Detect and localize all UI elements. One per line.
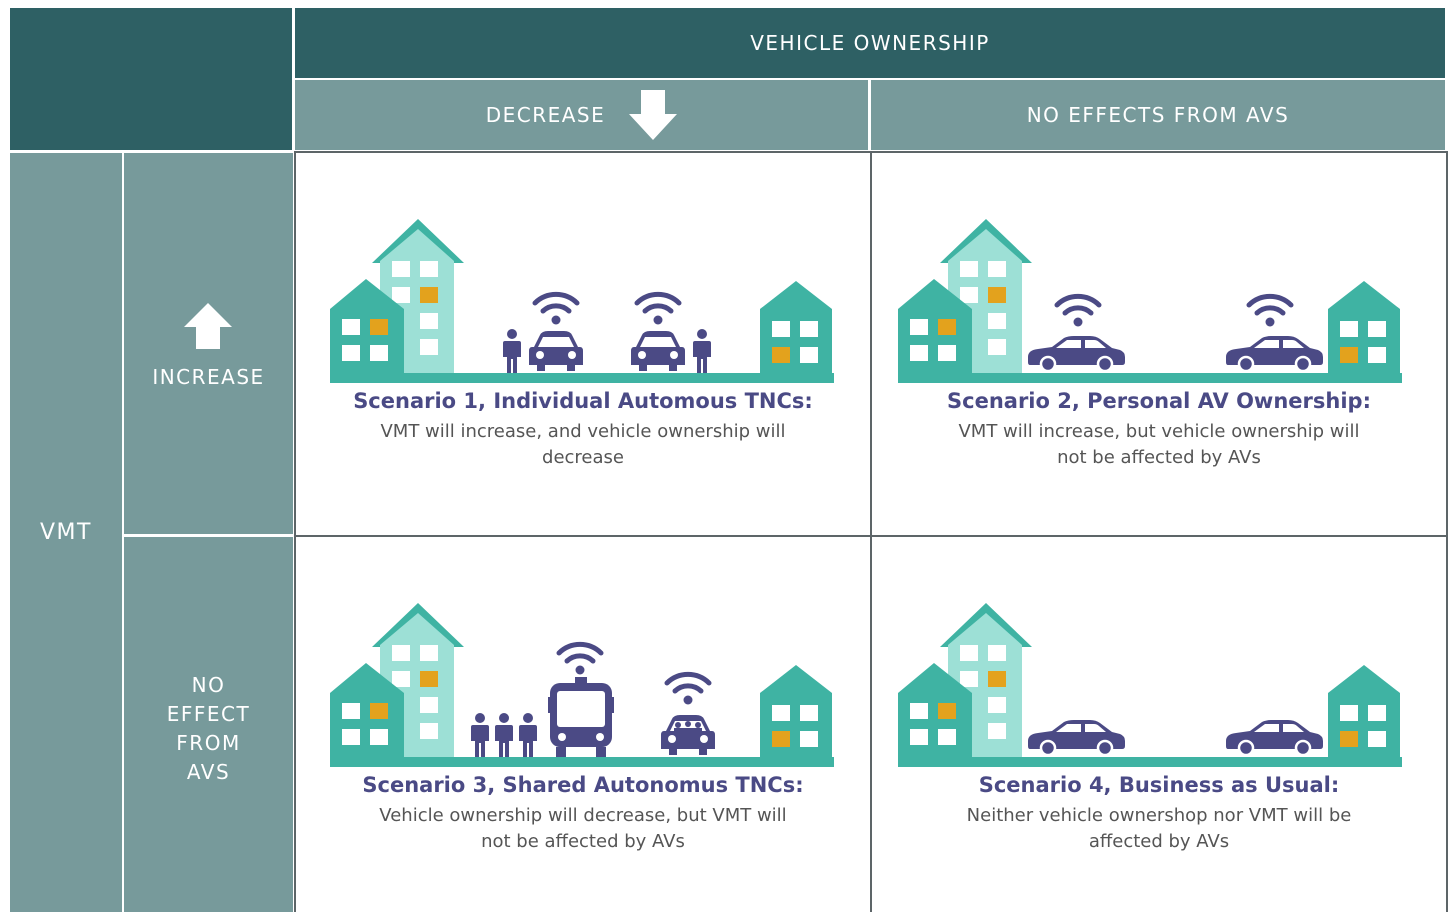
wifi-icon	[532, 289, 580, 325]
scenario-2-description: VMT will increase, but vehicle ownership…	[958, 421, 1360, 468]
shared-car-icon	[660, 713, 716, 757]
corner-block	[10, 8, 292, 150]
row-header-title: VMT	[10, 153, 122, 912]
person-icon	[502, 329, 522, 373]
scenario-4-description: Neither vehicle ownershop nor VMT will b…	[966, 805, 1352, 852]
row-header-increase: INCREASE	[124, 153, 293, 534]
arrow-up-icon	[184, 303, 232, 349]
scenario-1-cell: Scenario 1, Individual Automous TNCs: VM…	[294, 151, 870, 536]
column-header-no-effect: NO EFFECTS FROM AVS	[871, 80, 1445, 150]
no-effect-line: EFFECT	[166, 702, 251, 726]
wifi-icon	[1054, 291, 1102, 327]
scenario-4-cell: Scenario 4, Business as Usual: Neither v…	[870, 535, 1448, 912]
scenario-2-title: Scenario 2, Personal AV Ownership:	[947, 389, 1371, 413]
column-header-decrease: DECREASE	[295, 80, 868, 150]
personal-car-icon	[1026, 719, 1126, 755]
scenario-2-illustration	[898, 211, 1402, 383]
no-effect-column-label: NO EFFECTS FROM AVS	[1026, 103, 1290, 127]
no-effect-row-label: NO EFFECT FROM AVS	[124, 671, 293, 787]
no-effect-line: NO	[191, 673, 226, 697]
personal-car-icon	[1026, 335, 1126, 371]
street-scene-icon	[898, 211, 1402, 383]
wifi-icon	[1246, 291, 1294, 327]
scenario-3-title: Scenario 3, Shared Autonomus TNCs:	[362, 773, 804, 797]
autonomous-bus-icon	[548, 677, 614, 759]
autonomous-car-icon	[630, 329, 686, 373]
person-icon	[518, 713, 538, 757]
person-icon	[470, 713, 490, 757]
column-header-title-text: VEHICLE OWNERSHIP	[750, 31, 990, 55]
scenario-4-title: Scenario 4, Business as Usual:	[978, 773, 1340, 797]
street-scene-icon	[898, 595, 1402, 767]
increase-label: INCREASE	[152, 365, 265, 389]
scenario-3-cell: Scenario 3, Shared Autonomus TNCs: Vehic…	[294, 535, 870, 912]
wifi-icon	[634, 289, 682, 325]
autonomous-car-icon	[528, 329, 584, 373]
wifi-icon	[664, 669, 712, 705]
row-header-no-effect: NO EFFECT FROM AVS	[124, 537, 293, 912]
scenario-1-title: Scenario 1, Individual Automous TNCs:	[353, 389, 813, 413]
personal-car-icon	[1224, 719, 1324, 755]
scenario-1-illustration	[330, 211, 834, 383]
personal-car-icon	[1224, 335, 1324, 371]
row-header-title-text: VMT	[40, 520, 92, 545]
decrease-label: DECREASE	[485, 103, 606, 127]
no-effect-line: FROM	[176, 731, 241, 755]
wifi-icon	[556, 639, 604, 675]
column-header-title: VEHICLE OWNERSHIP	[295, 8, 1445, 78]
scenario-2-cell: Scenario 2, Personal AV Ownership: VMT w…	[870, 151, 1448, 536]
scenario-4-illustration	[898, 595, 1402, 767]
person-icon	[494, 713, 514, 757]
person-icon	[692, 329, 712, 373]
scenario-1-description: VMT will increase, and vehicle ownership…	[380, 421, 786, 468]
scenario-3-description: Vehicle ownership will decrease, but VMT…	[379, 805, 787, 852]
scenario-3-illustration	[330, 595, 834, 767]
no-effect-line: AVS	[186, 760, 231, 784]
arrow-down-icon	[629, 90, 677, 140]
